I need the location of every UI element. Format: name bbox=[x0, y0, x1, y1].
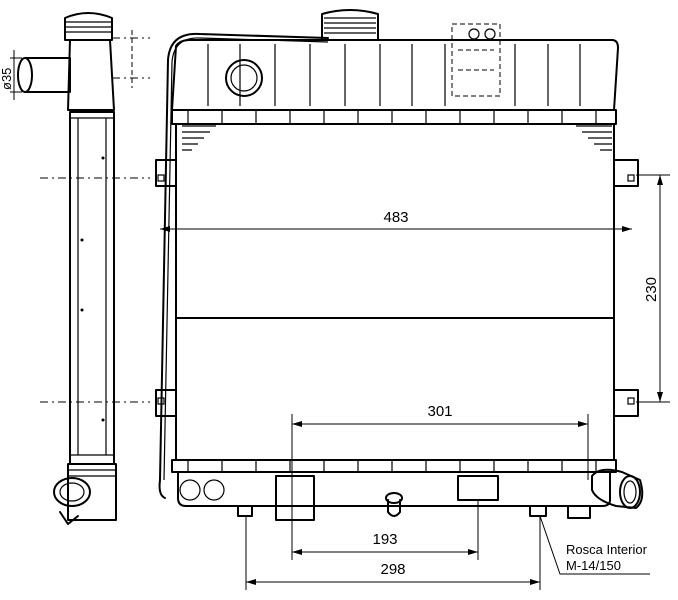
callout-line1: Rosca Interior bbox=[566, 542, 648, 557]
callout-line2: M-14/150 bbox=[566, 558, 621, 573]
top-tank bbox=[171, 39, 619, 111]
mount-bracket-left-bottom bbox=[155, 389, 177, 417]
side-inlet-stub bbox=[24, 57, 71, 93]
mount-bracket-left-top bbox=[155, 159, 177, 187]
bottom-header-plate bbox=[171, 459, 617, 473]
dim-width-label: 483 bbox=[383, 209, 408, 226]
dim-193-label: 193 bbox=[372, 531, 397, 548]
dim-diameter-label: ø35 bbox=[0, 68, 14, 90]
mount-bracket-right-top bbox=[613, 159, 639, 187]
side-top-tank bbox=[67, 39, 115, 111]
bottom-bracket-left bbox=[275, 475, 315, 521]
overflow-tube bbox=[158, 32, 329, 499]
side-view: ø35 bbox=[0, 12, 150, 525]
side-core bbox=[69, 111, 115, 465]
callout-leader bbox=[539, 515, 650, 575]
dim-298-label: 298 bbox=[380, 561, 405, 578]
top-header-plate bbox=[171, 109, 617, 125]
filler-neck bbox=[321, 9, 379, 41]
bottom-bracket-right bbox=[457, 475, 499, 501]
front-view bbox=[155, 9, 644, 521]
side-bottom-tank bbox=[67, 463, 117, 521]
threaded-boss bbox=[529, 505, 547, 517]
drain-plug bbox=[387, 499, 401, 517]
bottom-tank bbox=[177, 471, 611, 507]
outlet-pipe bbox=[591, 468, 644, 509]
tank-inlet bbox=[225, 59, 263, 97]
radiator-core bbox=[175, 123, 615, 461]
dimension-lines: 483 230 301 193 298 Rosca Interior M-14/… bbox=[160, 174, 670, 590]
side-outlet-stub bbox=[53, 477, 91, 507]
mount-bracket-right-bottom bbox=[613, 389, 639, 417]
dim-301-label: 301 bbox=[427, 403, 452, 420]
dim-height-label: 230 bbox=[643, 277, 660, 302]
side-filler-neck bbox=[64, 12, 113, 41]
